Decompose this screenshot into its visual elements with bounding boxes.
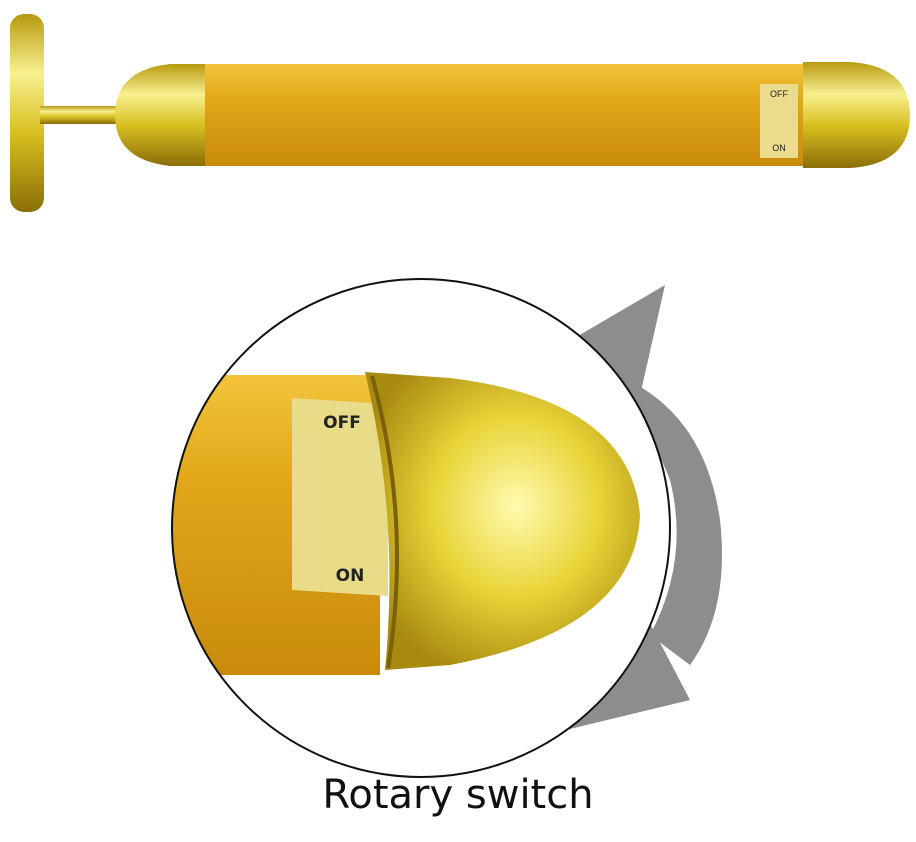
rotary-cap [803, 62, 910, 168]
zoom-on-label: ON [336, 566, 365, 586]
beauty-bar-device: OFF ON [10, 14, 910, 212]
t-handle [10, 14, 44, 212]
zoom-detail: OFF ON [171, 278, 671, 778]
switch-label [760, 84, 798, 158]
small-off-label: OFF [770, 89, 788, 99]
stem [40, 106, 120, 124]
caption: Rotary switch [322, 772, 594, 818]
zoom-switch-label [292, 398, 388, 596]
head-cap [115, 64, 205, 166]
zoom-rotary-cap [365, 372, 640, 670]
zoom-circle-outline [171, 278, 671, 778]
zoom-off-label: OFF [323, 413, 361, 433]
bar-body [205, 64, 805, 166]
small-on-label: ON [772, 143, 786, 153]
